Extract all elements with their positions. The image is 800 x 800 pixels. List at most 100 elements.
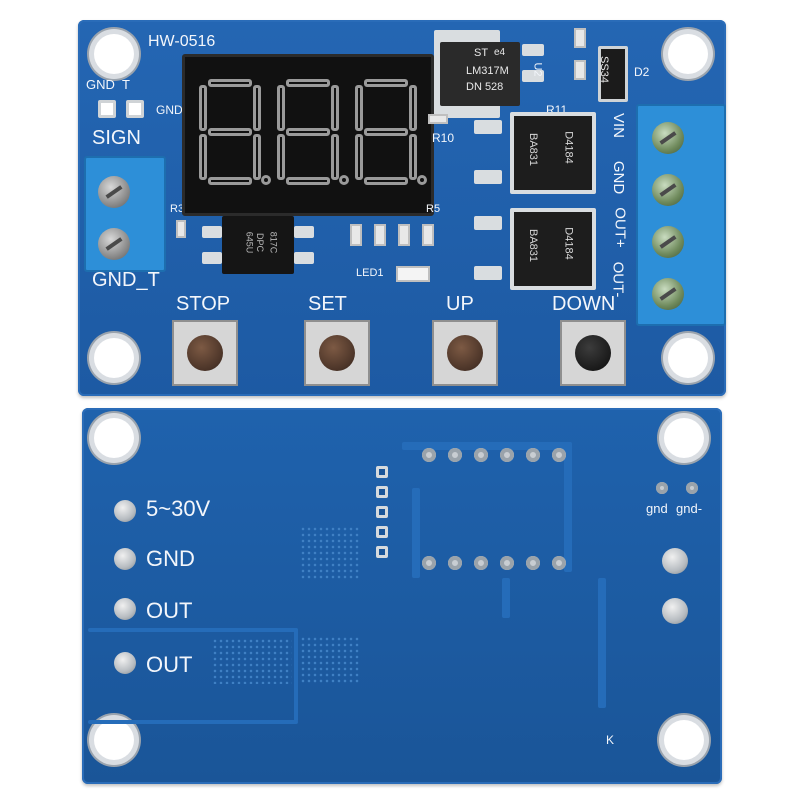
power-terminal-block [636,104,726,326]
copper-trace [402,442,572,450]
opto-pin [294,252,314,264]
resistor-r3 [176,220,186,238]
header-pin [376,506,388,518]
resistor-r10 [428,114,448,124]
mosfet-code: BA831 [527,132,540,167]
trigger-gnd-right-label: GND [156,103,183,117]
optocoupler: DPC 817C 645U [222,216,294,274]
up-button-label: UP [446,293,474,315]
regulator-pin [522,70,544,82]
mosfet-pin [474,170,502,184]
signal-ground-label: GND_T [92,269,160,291]
up-button[interactable] [432,320,498,386]
terminal-label-gnd: GND [610,160,628,195]
signal-terminal-block [84,156,166,272]
terminal-screw[interactable] [652,278,684,310]
mounting-hole [668,34,708,74]
diode-ref: D2 [634,65,650,79]
diode [598,46,628,102]
set-button-label: SET [308,293,347,315]
resistor [398,224,410,246]
terminal-label-vin: VIN [610,112,628,139]
display-pin [500,556,514,570]
regulator-batch: DN 528 [466,81,504,93]
stop-button[interactable] [172,320,238,386]
regulator-pin [522,44,544,56]
jumper-pad [126,100,144,118]
header-pin [376,526,388,538]
copper-trace [412,488,420,578]
pad-label-vin-range: 5~30V [146,496,211,521]
mounting-hole [94,34,134,74]
capacitor [574,28,586,48]
pad-label-gnd: GND [146,546,195,571]
solder-pad [114,598,136,620]
terminal-screw[interactable] [652,226,684,258]
display-pin [448,448,462,462]
r3-label: R3 [170,203,185,215]
regulator-brand: ST [474,47,489,59]
opto-pin [202,252,222,264]
display-digit [355,79,427,185]
header-pin [376,546,388,558]
corner-mark: K [606,733,615,747]
mounting-hole [94,720,134,760]
display-pin [500,448,514,462]
copper-trace [88,720,298,724]
terminal-label-out-plus: OUT+ [611,207,629,248]
mosfet-code: BA831 [527,228,540,263]
pcb-top-side: HW-0516 GND T GND SIGN GND_T R3 ST [78,20,726,396]
mosfet: D4184 BA831 [510,208,596,290]
set-button[interactable] [304,320,370,386]
regulator-part: LM317M [466,65,509,77]
down-button[interactable] [560,320,626,386]
regulator-code: e4 [494,47,506,58]
pad-label-out: OUT [146,598,193,623]
regulator-ref: U2 [531,62,544,77]
via-grid [300,526,360,580]
display-pin [422,556,436,570]
copper-trace [598,578,606,708]
mounting-hole [94,338,134,378]
mounting-hole [94,418,134,458]
solder-pad [662,548,688,574]
diode-part: SS34 [597,56,610,83]
signal-label: SIGN [92,127,141,149]
gnd-pad [656,482,668,494]
copper-trace [502,578,510,618]
copper-trace [88,628,298,632]
mounting-hole [664,720,704,760]
stop-button-label: STOP [176,293,231,315]
mosfet: D4184 BA831 [510,112,596,194]
trigger-gnd-label: GND [86,77,115,92]
display-pin [422,448,436,462]
voltage-regulator-chip: ST e4 LM317M DN 528 [440,42,520,106]
opto-part: DPC [255,232,266,253]
terminal-screw[interactable] [652,122,684,154]
solder-pad [114,500,136,522]
copper-trace [294,628,298,722]
header-pin [376,466,388,478]
seven-segment-display [182,54,434,216]
terminal-screw[interactable] [98,176,130,208]
solder-pad [114,548,136,570]
mosfet-pin [474,216,502,230]
display-pin [552,556,566,570]
r5-label: R5 [426,203,441,215]
display-digit [277,79,349,185]
via-grid [212,638,292,684]
pcb-bottom-side: 5~30V GND OUT OUT gnd gnd- K [82,408,722,784]
mounting-hole [664,418,704,458]
display-pin [448,556,462,570]
terminal-screw[interactable] [98,228,130,260]
display-pin [474,448,488,462]
terminal-screw[interactable] [652,174,684,206]
resistor [374,224,386,246]
via-grid [300,636,360,684]
jumper-pad [98,100,116,118]
capacitor [574,60,586,80]
r10-label: R10 [432,131,455,145]
header-pin [376,486,388,498]
pad-label-out-2: OUT [146,652,193,677]
opto-pin [294,226,314,238]
